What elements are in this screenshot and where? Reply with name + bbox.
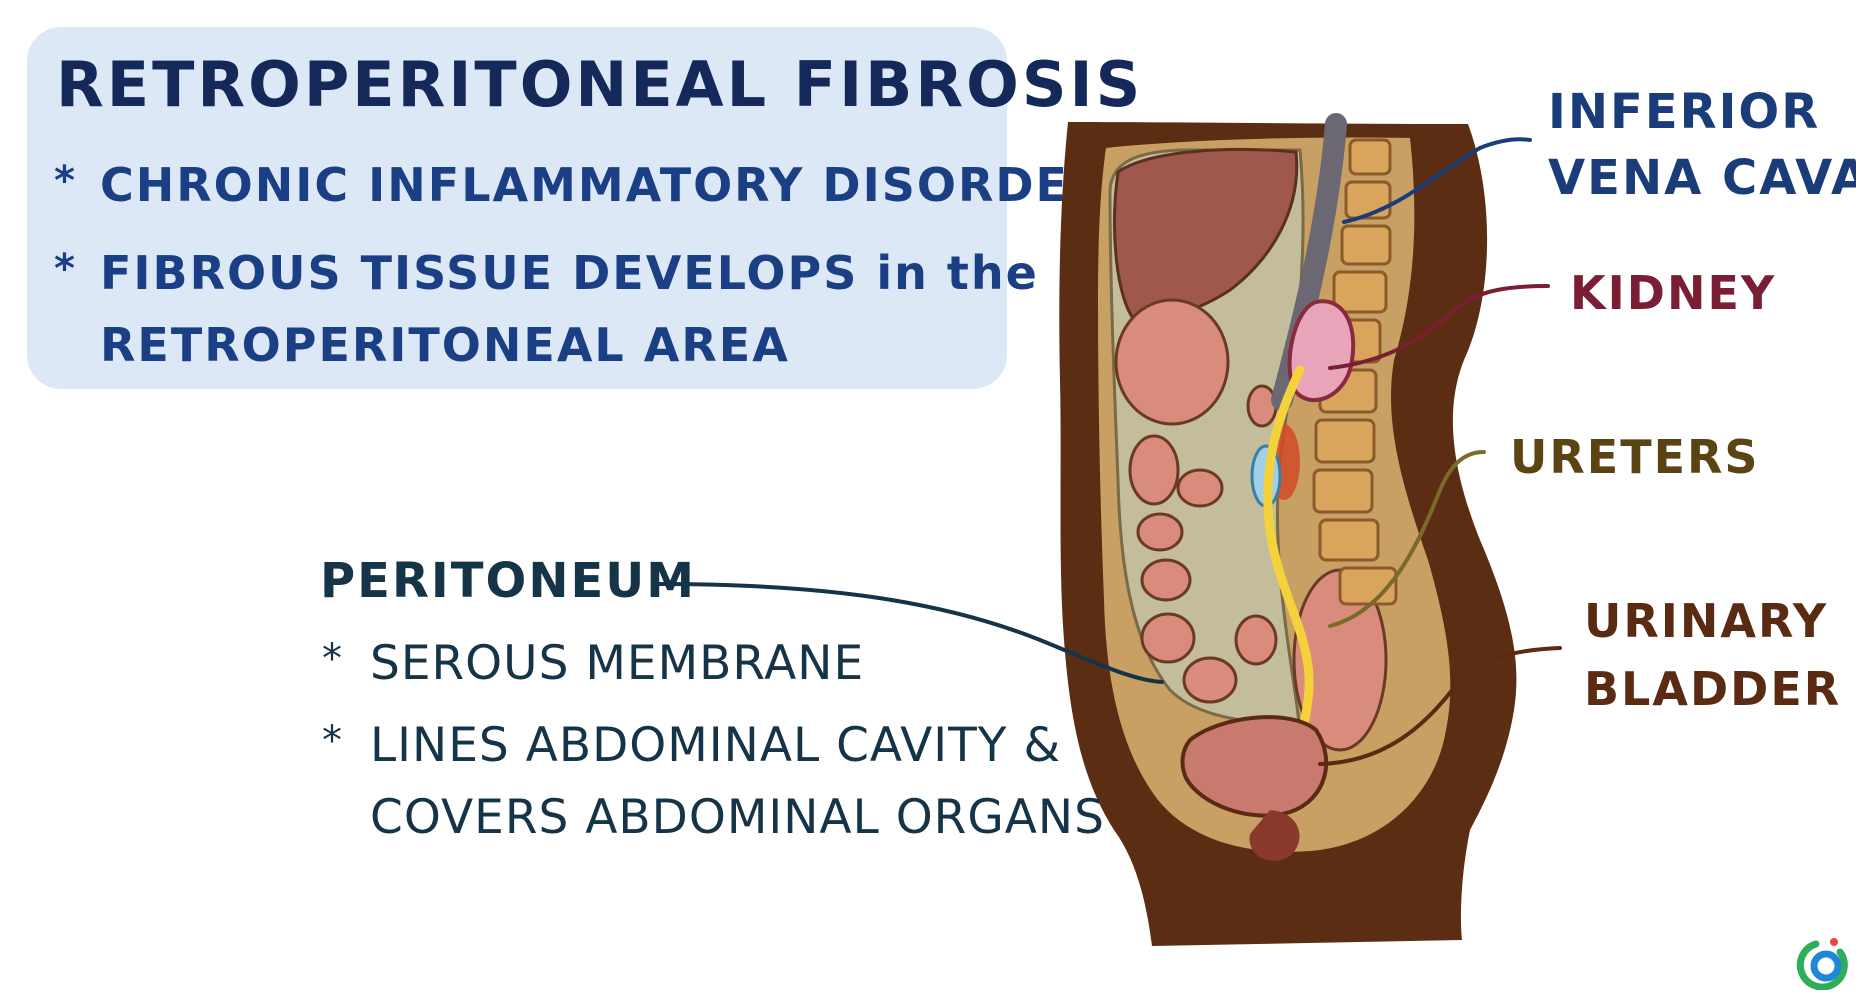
liver — [1113, 147, 1299, 324]
ureters-label: URETERS — [1510, 430, 1760, 484]
peritoneum-point-2-continuation: COVERS ABDOMINAL ORGANS — [370, 790, 1105, 845]
card-bullet-2: * FIBROUS TISSUE DEVELOPS in the — [54, 246, 1039, 300]
bladder-label-line1: URINARY — [1584, 594, 1829, 648]
peritoneum-leader — [656, 582, 1164, 684]
card-bullet-1: * CHRONIC INFLAMMATORY DISORDER — [54, 158, 1107, 212]
ureters-leader — [1328, 450, 1486, 628]
card-bullet-2-continuation: RETROPERITONEAL AREA — [100, 318, 790, 372]
bullet-star-icon: * — [54, 246, 77, 292]
kidney-leader — [1328, 284, 1550, 370]
ivc-label-line2: VENA CAVA — [1548, 150, 1856, 206]
ivc-label-line1: INFERIOR — [1548, 84, 1821, 140]
bullet-star-icon: * — [54, 158, 77, 204]
bullet-star-icon: * — [322, 718, 343, 764]
kidney-label: KIDNEY — [1570, 266, 1777, 320]
bladder-leader — [1318, 646, 1562, 766]
urinary-bladder — [1180, 715, 1329, 818]
osmosis-logo-icon — [1796, 938, 1848, 990]
peritoneum-point-1: * SEROUS MEMBRANE — [322, 636, 865, 691]
urethra-region — [1249, 810, 1300, 861]
card-bullet-2-text: FIBROUS TISSUE DEVELOPS in the — [100, 246, 1039, 300]
intestines — [1114, 298, 1388, 752]
card-title: RETROPERITONEAL FIBROSIS — [56, 48, 1144, 121]
bullet-star-icon: * — [322, 636, 343, 682]
ureter — [1263, 365, 1314, 757]
ivc-leader — [1342, 137, 1532, 224]
kidney — [1287, 299, 1356, 402]
peritoneum-point-2-text: LINES ABDOMINAL CAVITY & — [370, 718, 1062, 773]
peritoneum-point-2: * LINES ABDOMINAL CAVITY & — [322, 718, 1062, 773]
info-card — [27, 27, 1007, 389]
bladder-label-line2: BLADDER — [1584, 662, 1842, 716]
peritoneum-point-1-text: SEROUS MEMBRANE — [370, 636, 865, 691]
card-bullet-1-text: CHRONIC INFLAMMATORY DISORDER — [100, 158, 1107, 212]
peritoneum-title: PERITONEUM — [320, 553, 697, 609]
